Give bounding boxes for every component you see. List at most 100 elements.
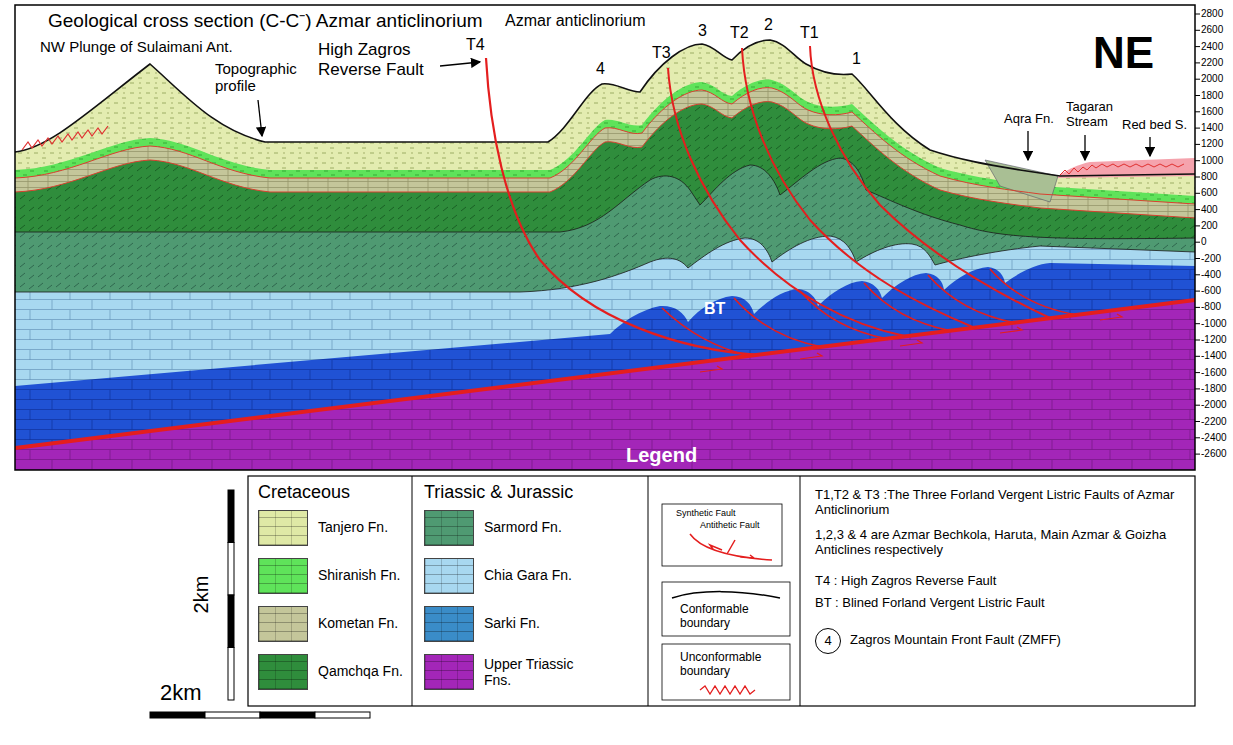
axis-value: -1600 <box>1201 367 1227 379</box>
fault-t2 <box>742 48 975 328</box>
axis-value: 800 <box>1201 171 1218 183</box>
axis-value: 0 <box>1201 236 1207 248</box>
legend-note: T1,T2 & T3 :The Three Forland Vergent Li… <box>815 488 1187 518</box>
legend-note: BT : Blined Forland Vergent Listric Faul… <box>815 596 1045 611</box>
axis-value: 1800 <box>1201 90 1223 102</box>
conformable-line <box>15 158 1195 239</box>
legend-separators <box>412 476 800 706</box>
fault-sample-box <box>662 504 782 566</box>
fault-label: T1 <box>800 24 819 42</box>
callout-label: Tagaran Stream <box>1066 100 1122 130</box>
upper-triassic-layer <box>15 300 1195 470</box>
axis-value: -2400 <box>1201 432 1227 444</box>
legend-text: Sarki Fn. <box>484 615 540 631</box>
circled-number: 4 <box>815 628 841 654</box>
legend-text: Shiranish Fn. <box>318 567 400 583</box>
red-bed-unconformity <box>1060 164 1184 175</box>
legend-note: Zagros Mountain Front Fault (ZMFF) <box>850 633 1061 648</box>
legend-frame <box>248 476 1195 706</box>
axis-value: -1400 <box>1201 350 1227 362</box>
axis-value: 1000 <box>1201 155 1223 167</box>
anticline-number: 3 <box>698 22 707 40</box>
legend-text: Upper Triassic Fns. <box>484 656 594 688</box>
callout-label: Topographic profile <box>215 60 305 95</box>
legend-swatch <box>424 510 474 546</box>
callout-label: Red bed S. <box>1122 118 1187 133</box>
legend-swatch <box>258 510 308 546</box>
axis-value: 2800 <box>1201 8 1223 20</box>
legend-text: Synthetic Fault <box>676 508 736 518</box>
axis-value: -400 <box>1201 269 1221 281</box>
axis-value: -1200 <box>1201 334 1227 346</box>
fault-sample <box>690 534 772 560</box>
axis-value: -200 <box>1201 253 1221 265</box>
kometan-top-line <box>15 88 1195 204</box>
leader-arrow <box>1027 131 1028 160</box>
anticline-number: 1 <box>852 50 861 68</box>
legend-swatch <box>258 654 308 690</box>
axis-value: 400 <box>1201 204 1218 216</box>
scale-label: 2km <box>190 576 213 614</box>
structure-name: Azmar anticlinorium <box>505 12 645 30</box>
qamchqa-layer <box>15 102 1195 470</box>
callout-label: High Zagros Reverse Fault <box>318 40 438 79</box>
strata <box>15 40 1195 470</box>
blind-faults <box>662 269 1078 356</box>
legend-swatch <box>424 654 474 690</box>
diagram-title: Geological cross section (C-C⁻) Azmar an… <box>48 10 483 32</box>
legend-text: Tanjero Fn. <box>318 519 388 535</box>
topographic-line <box>15 40 1195 176</box>
legend-text: Chia Gara Fn. <box>484 567 572 583</box>
axis-value: 1400 <box>1201 122 1223 134</box>
detachment-fault <box>15 300 1195 448</box>
legend-swatch <box>424 558 474 594</box>
kometan-base-line <box>15 102 1195 218</box>
leader-arrow <box>258 100 262 136</box>
direction-label: NE <box>1093 28 1154 79</box>
chia-gara-layer <box>15 236 1195 470</box>
fault-t4 <box>486 58 760 355</box>
conformable-sample <box>672 592 780 598</box>
leader-arrow <box>1084 135 1085 160</box>
axis-value: 2000 <box>1201 73 1223 85</box>
legend-column-heading: Triassic & Jurassic <box>424 482 573 503</box>
conformable-sample-box <box>662 582 790 636</box>
fault-t3 <box>668 68 905 336</box>
fault-label: BT <box>704 300 725 318</box>
axis-value: 1200 <box>1201 138 1223 150</box>
axis-value: 600 <box>1201 187 1218 199</box>
axis-value: 200 <box>1201 220 1218 232</box>
anticline-number: 2 <box>764 16 773 34</box>
legend-note: 1,2,3 & 4 are Azmar Bechkola, Haruta, Ma… <box>815 528 1187 558</box>
legend-text: Conformable boundary <box>680 603 780 631</box>
legend-column-heading: Cretaceous <box>258 482 350 503</box>
axis-value: -800 <box>1201 301 1221 313</box>
axis-value: -2600 <box>1201 448 1227 460</box>
axis-value: -600 <box>1201 285 1221 297</box>
vertical-scale-bar <box>228 490 234 700</box>
horizontal-scale-bar <box>150 712 370 718</box>
legend-text: Antithetic Fault <box>700 520 760 530</box>
axis-value: 2200 <box>1201 57 1223 69</box>
callout-label: Aqra Fn. <box>1004 112 1054 127</box>
section-frame <box>15 5 1195 470</box>
leader-arrow <box>1149 137 1150 156</box>
fault-label: T4 <box>466 36 485 54</box>
axis-value: -2200 <box>1201 416 1227 428</box>
legend-text: Qamchqa Fn. <box>318 663 403 679</box>
legend-text: Kometan Fn. <box>318 615 398 631</box>
axis-value: -1800 <box>1201 383 1227 395</box>
legend-heading: Legend <box>626 444 697 467</box>
node-text: 4 <box>824 634 831 649</box>
legend-swatch <box>258 558 308 594</box>
unconformable-sample-box <box>662 644 790 700</box>
legend-text: Sarmord Fn. <box>484 519 562 535</box>
structure-name: NW Plunge of Sulaimani Ant. <box>40 38 233 55</box>
fault-label: T2 <box>730 24 749 42</box>
slip-arrows <box>700 314 1122 372</box>
legend-note: T4 : High Zagros Reverse Fault <box>815 574 996 589</box>
axis-ticks <box>1195 14 1200 454</box>
legend-text: Unconformable boundary <box>680 651 780 679</box>
axis-value: 2400 <box>1201 41 1223 53</box>
scale-label: 2km <box>160 680 202 705</box>
